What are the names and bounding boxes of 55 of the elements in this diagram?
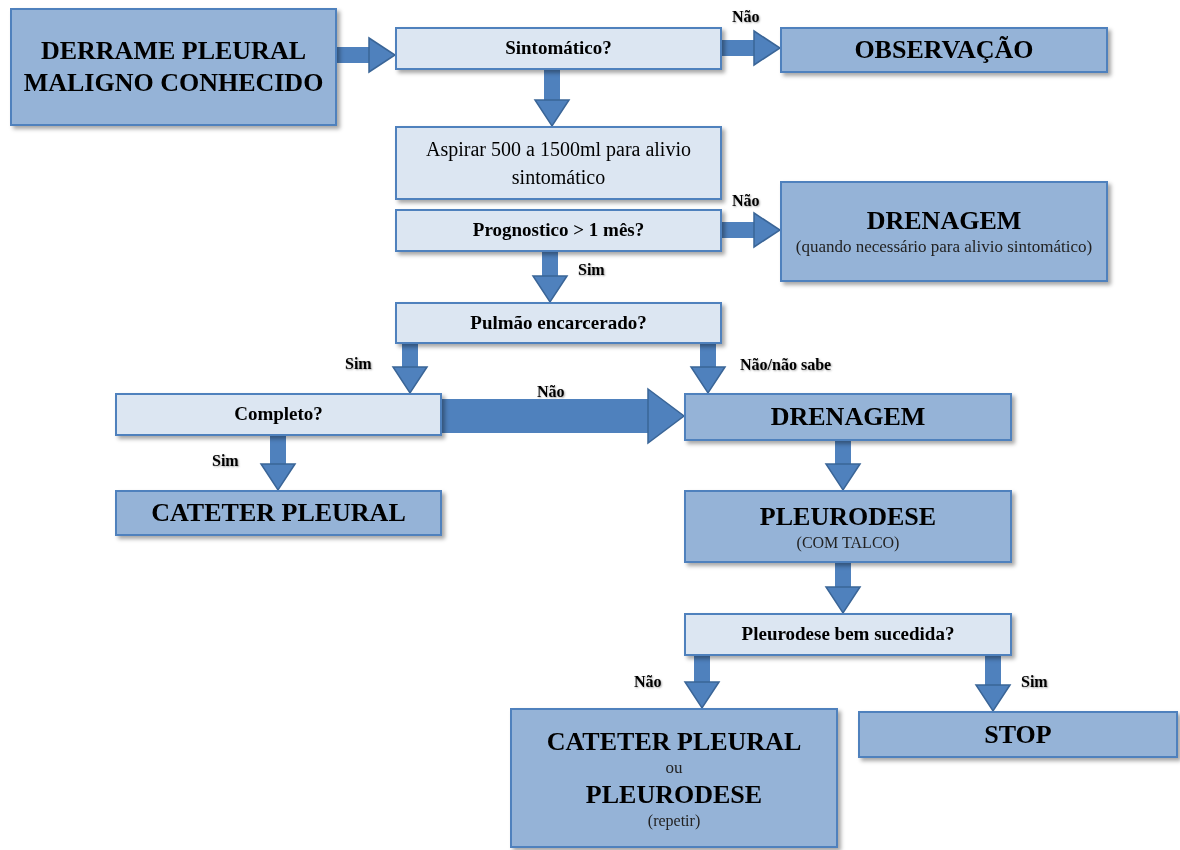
decision-box xyxy=(395,27,722,70)
process-box xyxy=(858,711,1178,758)
decision-box xyxy=(395,302,722,344)
node-text: DRENAGEM xyxy=(770,401,926,433)
node-text: CATETER PLEURAL xyxy=(546,725,802,758)
block-arrow xyxy=(825,441,861,491)
process-box xyxy=(115,490,442,536)
block-arrow xyxy=(442,388,685,444)
node-text: Pulmão encarcerado? xyxy=(470,311,647,335)
node-text: Pleurodese bem sucedida? xyxy=(741,623,955,646)
decision-box xyxy=(395,209,722,252)
process-box xyxy=(780,181,1108,282)
node-text: DERRAME PLEURAL MALIGNO CONHECIDO xyxy=(22,35,325,99)
node-text: PLEURODESE xyxy=(585,779,763,812)
node-text: STOP xyxy=(984,718,1052,751)
node-text: CATETER PLEURAL xyxy=(151,497,406,529)
node-text: (COM TALCO) xyxy=(796,532,900,552)
process-box xyxy=(684,393,1012,441)
process-box xyxy=(780,27,1108,73)
process-box xyxy=(684,490,1012,563)
edge-label: Sim xyxy=(212,452,239,470)
process-box xyxy=(510,708,838,848)
edge-label: Sim xyxy=(578,261,605,279)
node-text: Sintomático? xyxy=(505,37,612,60)
edge-label: Sim xyxy=(345,355,372,373)
node-text: PLEURODESE xyxy=(759,501,937,533)
block-arrow xyxy=(534,70,570,127)
edge-label: Não xyxy=(634,673,662,691)
block-arrow xyxy=(690,344,726,394)
block-arrow xyxy=(260,436,296,491)
decision-box xyxy=(115,393,442,436)
edge-label: Não xyxy=(732,8,760,26)
node-text: Aspirar 500 a 1500ml para alivio sintomático xyxy=(425,137,692,190)
node-text: (repetir) xyxy=(647,811,701,831)
block-arrow xyxy=(722,212,781,248)
edge-label: Não/não sabe xyxy=(740,356,832,374)
block-arrow xyxy=(975,656,1011,712)
node-text: Prognostico > 1 mês? xyxy=(472,219,645,242)
node-text: OBSERVAÇÃO xyxy=(854,34,1034,66)
edge-label: Sim xyxy=(1021,673,1048,691)
edge-label: Não xyxy=(537,383,565,401)
process-box xyxy=(10,8,337,126)
decision-box xyxy=(395,126,722,200)
block-arrow xyxy=(722,30,781,66)
node-text: DRENAGEM xyxy=(866,204,1022,237)
node-text: ou xyxy=(665,757,683,780)
block-arrow xyxy=(392,344,428,394)
edge-label: Não xyxy=(732,192,760,210)
node-text: Completo? xyxy=(234,403,323,426)
block-arrow xyxy=(684,656,720,709)
block-arrow xyxy=(532,252,568,303)
block-arrow xyxy=(337,37,396,73)
decision-box xyxy=(684,613,1012,656)
block-arrow xyxy=(825,563,861,614)
node-text: (quando necessário para alivio sintomático) xyxy=(795,236,1093,259)
